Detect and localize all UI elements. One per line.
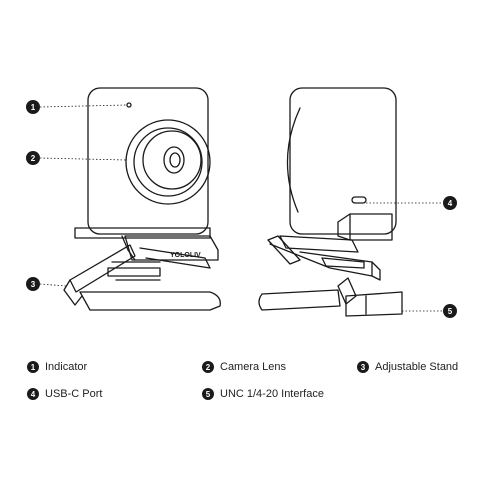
svg-text:5: 5 <box>448 307 453 316</box>
back-clip-block <box>349 213 393 241</box>
callout-3: 3 <box>26 277 40 291</box>
callout-2: 2 <box>26 151 40 165</box>
tripod-mount <box>345 291 403 317</box>
back-view <box>258 87 403 317</box>
back-stand-foot <box>258 289 341 311</box>
leader-3 <box>39 283 67 287</box>
front-stand-foot <box>79 291 221 311</box>
front-stand-arm <box>69 244 136 293</box>
svg-text:4: 4 <box>448 199 453 208</box>
back-hinge <box>337 277 357 305</box>
camera-lens-outer <box>125 119 211 205</box>
leader-1 <box>39 104 128 108</box>
usb-c-port <box>351 196 367 204</box>
indicator-light <box>126 102 132 108</box>
callout-5: 5 <box>443 304 457 318</box>
callout-1: 1 <box>26 100 40 114</box>
front-camera-body <box>87 87 209 235</box>
back-camera-body <box>289 87 397 235</box>
svg-text:2: 2 <box>31 154 36 163</box>
brand-label: YOLOLIV <box>170 252 201 259</box>
svg-text:1: 1 <box>31 103 36 112</box>
leader-2 <box>39 157 127 161</box>
svg-text:3: 3 <box>31 280 36 289</box>
front-clip-block <box>74 227 211 239</box>
back-clip <box>279 235 359 253</box>
front-view <box>63 87 221 311</box>
callout-4: 4 <box>443 196 457 210</box>
front-clip <box>124 235 219 261</box>
back-lens-bulge <box>286 107 301 213</box>
